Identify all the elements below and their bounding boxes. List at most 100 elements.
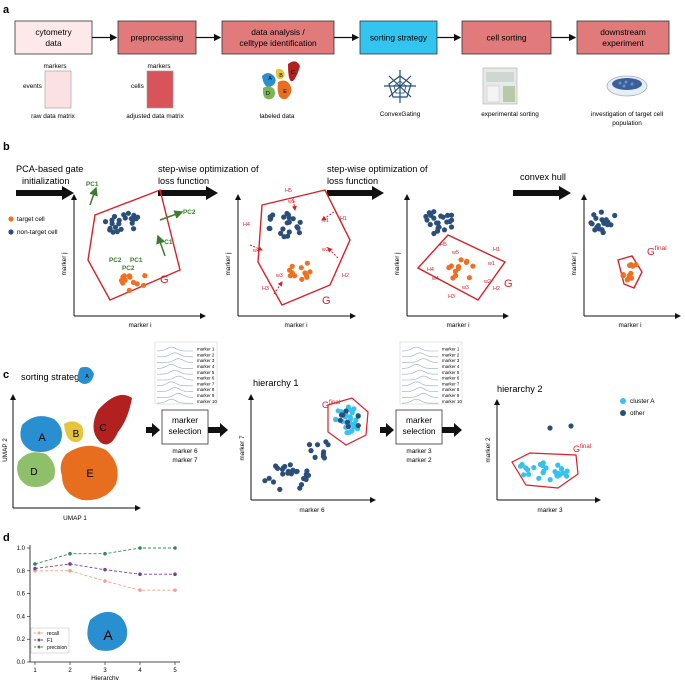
nontarget-point bbox=[135, 214, 141, 220]
plot-b4: marker i marker j Gfinal bbox=[571, 194, 681, 329]
target-point bbox=[298, 265, 304, 271]
cluster-a-point bbox=[558, 466, 565, 472]
b2-w4: w4 bbox=[252, 248, 260, 254]
nontarget-point bbox=[296, 230, 302, 236]
histogram-marker-label: marker 7 bbox=[442, 381, 460, 386]
umap-xlabel: UMAP 1 bbox=[63, 515, 87, 522]
b3-h4: H4 bbox=[427, 267, 434, 273]
target-point bbox=[470, 263, 476, 269]
histogram-marker-label: marker 4 bbox=[197, 364, 215, 369]
b2-w1: w1 bbox=[321, 218, 329, 224]
histogram-marker-label: marker 5 bbox=[442, 370, 460, 375]
plot-b3: marker i marker j H5 H1 H2 H3 H4 w5 w1 w… bbox=[394, 194, 513, 329]
umap-ylabel: UMAP 2 bbox=[2, 438, 9, 462]
cluster-a-point bbox=[547, 477, 553, 483]
y-tick-label: 0.8 bbox=[17, 569, 26, 575]
box-cytometry-line2: data bbox=[45, 38, 62, 48]
b2-h2: H2 bbox=[342, 273, 349, 279]
nontarget-point bbox=[286, 219, 292, 225]
b4-gfinal-label: Gfinal bbox=[647, 245, 667, 258]
target-point bbox=[303, 273, 310, 279]
sorting-strategy-title: sorting strategy bbox=[21, 372, 84, 382]
cell-sorter-icon bbox=[482, 67, 518, 105]
nontarget-point bbox=[268, 216, 274, 222]
target-point bbox=[466, 275, 472, 281]
box-analysis-line2: celltype identification bbox=[239, 38, 317, 48]
blob-b-label: B bbox=[73, 429, 80, 440]
adj-matrix-caption: adjusted data matrix bbox=[126, 113, 184, 120]
nontarget-point bbox=[596, 226, 602, 232]
target-point bbox=[120, 274, 126, 280]
other-point bbox=[297, 485, 303, 491]
target-point bbox=[141, 282, 147, 288]
box-analysis-line1: data analysis / bbox=[251, 27, 305, 37]
other-point bbox=[294, 468, 300, 474]
histogram-marker-label: marker 8 bbox=[197, 387, 215, 392]
nontarget-point bbox=[112, 224, 119, 230]
blob-d bbox=[17, 452, 55, 487]
histogram-marker-label: marker 5 bbox=[197, 370, 215, 375]
nontarget-point bbox=[267, 225, 273, 232]
other-point bbox=[343, 408, 349, 414]
selection1-line1: marker bbox=[172, 415, 198, 425]
blob-a-label: A bbox=[38, 432, 46, 444]
b2-w3: w3 bbox=[275, 273, 283, 279]
target-point bbox=[292, 273, 298, 279]
other-point bbox=[321, 455, 327, 461]
other-point bbox=[314, 442, 321, 448]
h2-gfinal-sup: final bbox=[580, 444, 591, 450]
convexgating-logo-icon bbox=[384, 70, 416, 103]
x-tick-label: 5 bbox=[173, 668, 177, 674]
legend-label-recall: recall bbox=[47, 631, 59, 637]
histogram-marker-label: marker 6 bbox=[442, 376, 460, 381]
legend-target: target cell bbox=[17, 216, 45, 223]
histogram-curve bbox=[157, 358, 194, 363]
labeled-caption: labeled data bbox=[260, 113, 295, 120]
b1-pc2-right: PC2 bbox=[183, 209, 196, 216]
histogram-marker-label: marker 2 bbox=[197, 352, 215, 357]
adjusted-data-matrix: markers cells adjusted data matrix bbox=[126, 63, 184, 120]
b3-ylabel: marker j bbox=[394, 252, 401, 275]
step4-title: convex hull bbox=[520, 172, 566, 182]
blob-e bbox=[60, 445, 118, 501]
histogram-curve bbox=[156, 381, 193, 387]
hierarchy-2-plot: marker 3 marker 2 Gfinal bbox=[485, 399, 601, 514]
nontarget-point bbox=[440, 214, 446, 220]
nontarget-point bbox=[121, 212, 127, 218]
x-axis-label: Hierarchy bbox=[91, 675, 120, 680]
point-recall bbox=[138, 588, 142, 592]
other-point bbox=[320, 451, 326, 457]
b3-h2: H2 bbox=[493, 286, 500, 292]
target-point bbox=[624, 277, 630, 283]
nontarget-point bbox=[295, 225, 301, 231]
y-tick-label: 0.0 bbox=[17, 660, 26, 666]
other-point bbox=[308, 448, 314, 454]
other-point bbox=[285, 470, 291, 476]
target-point bbox=[126, 273, 132, 279]
legend-nontarget-marker bbox=[8, 229, 14, 235]
box-data-analysis bbox=[221, 20, 335, 55]
box-downstream-line1: downstream bbox=[600, 27, 646, 37]
histogram-curve bbox=[402, 352, 438, 358]
nontarget-point bbox=[281, 234, 287, 240]
panel-label-d: d bbox=[3, 532, 10, 544]
target-point bbox=[458, 257, 464, 263]
target-point bbox=[289, 263, 295, 269]
blob-small-a bbox=[77, 366, 94, 384]
histogram-marker-label: marker 1 bbox=[197, 347, 215, 352]
nontarget-point bbox=[434, 220, 440, 226]
histogram-curve bbox=[402, 369, 438, 375]
other-point bbox=[355, 423, 361, 429]
petri-dish-icon bbox=[606, 75, 648, 97]
histogram-curve bbox=[157, 352, 193, 358]
selection2-line2: selection bbox=[402, 426, 435, 436]
big-arrow-3 bbox=[327, 186, 384, 200]
other-point bbox=[312, 454, 318, 460]
histogram-curve bbox=[401, 381, 438, 387]
nontarget-point bbox=[612, 212, 618, 219]
step1-title-1: PCA-based gate bbox=[16, 164, 83, 174]
histogram-curve bbox=[402, 358, 439, 363]
b3-w4: w4 bbox=[431, 276, 439, 282]
nontarget-point bbox=[290, 216, 296, 222]
